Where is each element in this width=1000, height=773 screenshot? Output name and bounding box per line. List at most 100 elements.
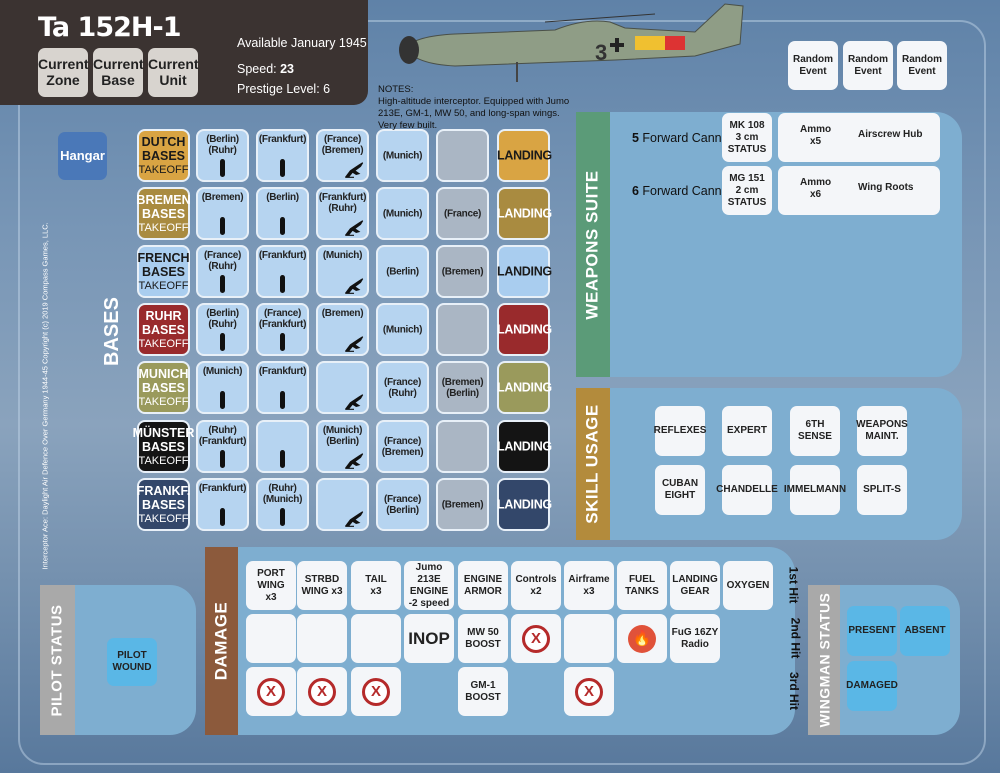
- damage-box[interactable]: ENGINE ARMOR: [458, 561, 508, 610]
- zone-cell[interactable]: (France) (Bremen): [376, 420, 429, 473]
- zone-cell[interactable]: (Bremen): [436, 245, 489, 298]
- zone-cell[interactable]: (Munich): [376, 303, 429, 356]
- pilot-wound-button[interactable]: PILOT WOUND: [107, 638, 157, 686]
- skill-button[interactable]: CHANDELLE: [716, 465, 778, 515]
- current-zone-button[interactable]: Current Zone: [38, 48, 89, 97]
- damage-box[interactable]: Airframe x3: [564, 561, 614, 610]
- random-event-button-1[interactable]: Random Event: [788, 41, 838, 90]
- landing-cell-5[interactable]: LANDING: [497, 420, 552, 473]
- zone-cell[interactable]: (France): [436, 187, 489, 240]
- hit-label-2: 2nd Hit: [788, 617, 803, 659]
- damage-box[interactable]: FUEL TANKS: [617, 561, 667, 610]
- landing-cell-4[interactable]: LANDING: [497, 361, 552, 414]
- zone-cell[interactable]: (France) (Bremen): [316, 129, 369, 182]
- zone-cell[interactable]: (Bremen): [316, 303, 369, 356]
- zone-cell[interactable]: (Munich): [376, 187, 429, 240]
- skill-button[interactable]: CUBAN EIGHT: [655, 465, 705, 515]
- zone-cell[interactable]: (Frankfurt): [256, 361, 309, 414]
- damage-box-text: Airframe x3: [568, 573, 610, 597]
- zone-cell[interactable]: (Munich): [376, 129, 429, 182]
- zone-cell[interactable]: (Frankfurt): [256, 129, 309, 182]
- zone-cell[interactable]: (Munich): [196, 361, 249, 414]
- zone-cell[interactable]: [316, 478, 369, 531]
- current-base-button[interactable]: Current Base: [93, 48, 144, 97]
- zone-cell[interactable]: (Bremen) (Berlin): [436, 361, 489, 414]
- zone-cell[interactable]: [316, 361, 369, 414]
- zone-cell[interactable]: (Berlin): [256, 187, 309, 240]
- damage-box[interactable]: X: [351, 667, 401, 716]
- zone-cell[interactable]: (Frankfurt): [256, 245, 309, 298]
- weapon-status-box[interactable]: MG 151 2 cm STATUS: [722, 166, 772, 215]
- zone-cell[interactable]: (France) (Ruhr): [196, 245, 249, 298]
- weapon-status-box[interactable]: MK 108 3 cm STATUS: [722, 113, 772, 162]
- skill-button[interactable]: SPLIT-S: [857, 465, 907, 515]
- zone-cell[interactable]: [436, 303, 489, 356]
- landing-cell-6[interactable]: LANDING: [497, 478, 552, 531]
- skill-button[interactable]: 6TH SENSE: [790, 406, 840, 456]
- skill-button[interactable]: EXPERT: [722, 406, 772, 456]
- zone-cell[interactable]: (France) (Berlin): [376, 478, 429, 531]
- hangar-button[interactable]: Hangar: [58, 132, 107, 180]
- zone-cell[interactable]: [436, 129, 489, 182]
- zone-cell[interactable]: [436, 420, 489, 473]
- damage-box-text: MW 50 BOOST: [465, 626, 501, 650]
- landing-cell-3[interactable]: LANDING: [497, 303, 552, 356]
- damage-box[interactable]: INOP: [404, 614, 454, 663]
- damage-box[interactable]: X: [564, 667, 614, 716]
- damage-box[interactable]: OXYGEN: [723, 561, 773, 610]
- damage-box[interactable]: [297, 614, 347, 663]
- zone-cell[interactable]: [256, 420, 309, 473]
- zone-cell[interactable]: (Munich) (Berlin): [316, 420, 369, 473]
- zone-cell[interactable]: (Frankfurt): [196, 478, 249, 531]
- damage-box[interactable]: TAIL x3: [351, 561, 401, 610]
- wingman-present-button[interactable]: PRESENT: [847, 606, 897, 656]
- zone-cell[interactable]: (Bremen): [436, 478, 489, 531]
- landing-cell-2[interactable]: LANDING: [497, 245, 552, 298]
- zone-cell[interactable]: (Bremen): [196, 187, 249, 240]
- skill-button[interactable]: IMMELMANN: [784, 465, 846, 515]
- wingman-damaged-button[interactable]: DAMAGED: [846, 661, 898, 711]
- damage-box[interactable]: X: [511, 614, 561, 663]
- damage-box[interactable]: Jumo 213E ENGINE -2 speed: [404, 561, 454, 610]
- skill-button[interactable]: REFLEXES: [654, 406, 706, 456]
- zone-cell[interactable]: (Munich): [316, 245, 369, 298]
- landing-cell-1[interactable]: LANDING: [497, 187, 552, 240]
- damage-box[interactable]: 🔥: [617, 614, 667, 663]
- zone-cell[interactable]: (France) (Ruhr): [376, 361, 429, 414]
- damage-box[interactable]: [246, 614, 296, 663]
- random-event-button-3[interactable]: Random Event: [897, 41, 947, 90]
- random-event-button-2[interactable]: Random Event: [843, 41, 893, 90]
- zone-cell[interactable]: (Frankfurt) (Ruhr): [316, 187, 369, 240]
- damage-box[interactable]: FuG 16ZY Radio: [670, 614, 720, 663]
- skill-button[interactable]: WEAPONS MAINT.: [856, 406, 908, 456]
- bases-label: BASES: [100, 297, 123, 366]
- zone-cell[interactable]: (France) (Frankfurt): [256, 303, 309, 356]
- damage-box[interactable]: Controls x2: [511, 561, 561, 610]
- damage-box[interactable]: GM-1 BOOST: [458, 667, 508, 716]
- damage-box[interactable]: X: [246, 667, 296, 716]
- damage-box[interactable]: [351, 614, 401, 663]
- zone-cell[interactable]: (Ruhr) (Munich): [256, 478, 309, 531]
- wingman-absent-button[interactable]: ABSENT: [900, 606, 950, 656]
- damage-box[interactable]: MW 50 BOOST: [458, 614, 508, 663]
- zone-cell[interactable]: (Berlin) (Ruhr): [196, 303, 249, 356]
- damage-box[interactable]: X: [297, 667, 347, 716]
- damage-box[interactable]: LANDING GEAR: [670, 561, 720, 610]
- zone-cell[interactable]: (Ruhr) (Frankfurt): [196, 420, 249, 473]
- damage-box[interactable]: PORT WING x3: [246, 561, 296, 610]
- zone-cell[interactable]: (Berlin) (Ruhr): [196, 129, 249, 182]
- zone-cell[interactable]: (Berlin): [376, 245, 429, 298]
- damage-box[interactable]: STRBD WING x3: [297, 561, 347, 610]
- landing-cell-0[interactable]: LANDING: [497, 129, 552, 182]
- damage-box[interactable]: [564, 614, 614, 663]
- current-unit-button[interactable]: Current Unit: [148, 48, 199, 97]
